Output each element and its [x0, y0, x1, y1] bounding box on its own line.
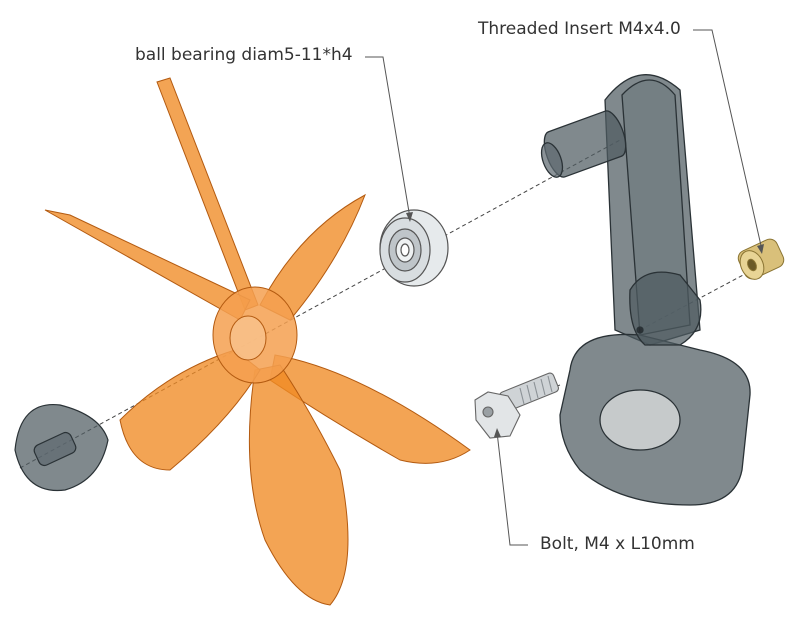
bearing-callout-label: ball bearing diam5-11*h4: [135, 45, 353, 65]
leader-bolt: [496, 431, 528, 546]
bolt-callout-label: Bolt, M4 x L10mm: [540, 534, 695, 554]
prop-blade-lower-left: [119, 349, 261, 471]
shaft-end: [540, 142, 564, 178]
ball-bearing: [379, 209, 449, 287]
bolt-head: [474, 391, 521, 439]
spinner-bore: [33, 431, 77, 467]
threaded-insert: [737, 238, 785, 280]
bolt-head-socket: [482, 406, 494, 418]
insert-thread-hole: [747, 258, 757, 272]
propeller: [44, 77, 471, 606]
leader-arrowheads: [406, 212, 764, 437]
bearing-bore: [400, 243, 410, 257]
housing-arm-face: [621, 79, 691, 336]
prop-blade-right: [269, 354, 471, 464]
prop-blade-bottom: [248, 364, 349, 606]
arrow-bearing: [406, 212, 413, 222]
insert-boss: [629, 271, 702, 346]
leader-lines: [365, 29, 763, 546]
arrow-bolt: [494, 428, 501, 437]
prop-hub-bore: [229, 315, 267, 361]
bolt-thread-lines: [519, 375, 553, 405]
prop-blade-upper-right: [259, 193, 366, 321]
insert-hole: [636, 326, 644, 334]
bolt: [474, 372, 559, 439]
insert-callout-label: Threaded Insert M4x4.0: [478, 19, 681, 39]
axis-line-main: [19, 139, 621, 469]
housing-ring-bore: [599, 389, 681, 451]
motor-mount-housing: [540, 74, 751, 506]
spinner-cone: [14, 403, 109, 492]
leader-bearing: [365, 56, 411, 219]
leader-insert: [693, 29, 763, 251]
arrow-insert: [757, 244, 764, 254]
